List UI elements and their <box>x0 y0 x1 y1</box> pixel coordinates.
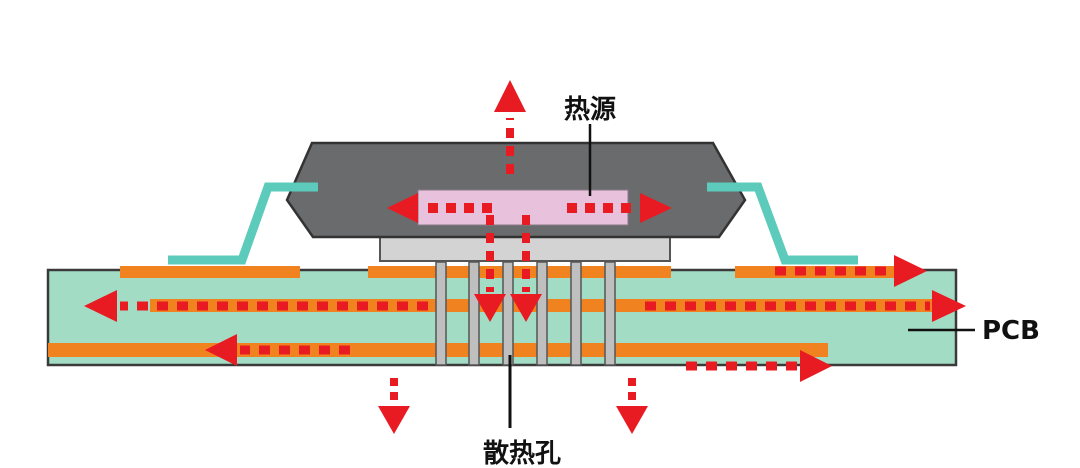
arrow-via-down-2 <box>510 215 542 322</box>
label-pcb: PCB <box>982 316 1040 346</box>
via <box>502 261 514 366</box>
arrow-via-down-1 <box>474 215 506 322</box>
arrow-die-left <box>387 193 492 223</box>
arrow-up <box>494 80 526 174</box>
via <box>536 261 548 366</box>
copper-top-left <box>120 266 300 278</box>
heat-flow-arrows <box>84 80 966 434</box>
arrow-inner-left <box>84 290 428 322</box>
lead-right <box>707 182 858 265</box>
via <box>468 261 480 366</box>
label-heat-source: 热源 <box>564 95 616 125</box>
lead-left <box>168 182 318 265</box>
copper-top-center <box>368 266 671 278</box>
arrow-bottom-left <box>205 334 350 366</box>
arrow-die-right <box>567 193 672 223</box>
arrow-below-right-down <box>616 378 648 434</box>
arrow-inner-right <box>645 290 966 322</box>
via <box>435 261 447 366</box>
arrow-bottom-right <box>686 350 832 382</box>
arrow-below-left-down <box>378 378 410 434</box>
via <box>570 261 582 366</box>
arrow-top-right <box>775 255 927 287</box>
label-thermal-vias: 散热孔 <box>483 439 561 468</box>
via <box>604 261 616 366</box>
